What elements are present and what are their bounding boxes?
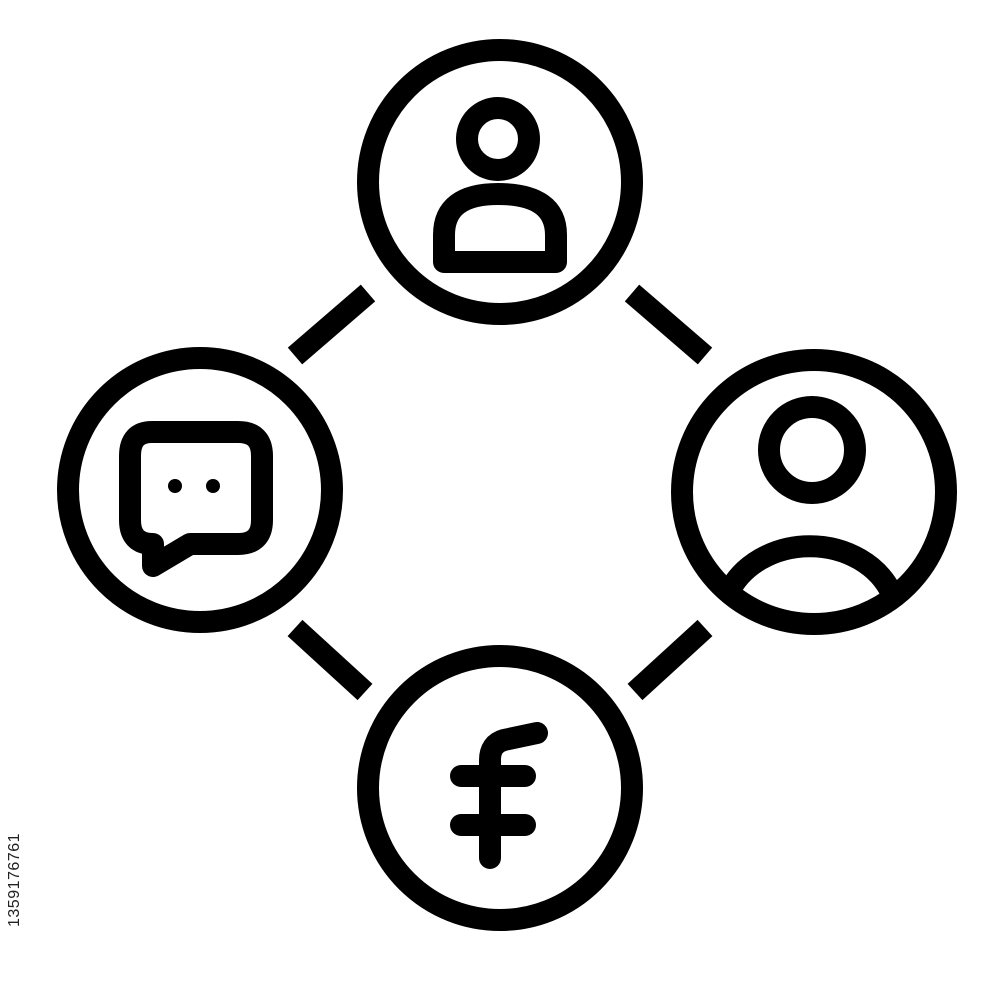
user-node-top (357, 39, 643, 325)
node-circle (357, 645, 643, 931)
chat-bubble-icon (119, 421, 273, 577)
chat-node-left (57, 347, 343, 633)
user-icon (433, 97, 567, 273)
connector-dash-bottom-right (627, 619, 713, 701)
user-node-right (671, 349, 957, 635)
connector-dash-top-left (287, 284, 376, 365)
node-circle (671, 349, 957, 635)
connector-dash-bottom-left (287, 619, 373, 701)
connector-dash-top-right (624, 284, 713, 365)
node-circle (357, 39, 643, 325)
stock-id-text: 1359176761 (6, 833, 24, 927)
stock-id-watermark: 1359176761 (2, 760, 28, 1000)
franc-currency-icon (450, 722, 548, 869)
user-icon (718, 396, 902, 599)
currency-node-bottom (357, 645, 643, 931)
node-circle (57, 347, 343, 633)
